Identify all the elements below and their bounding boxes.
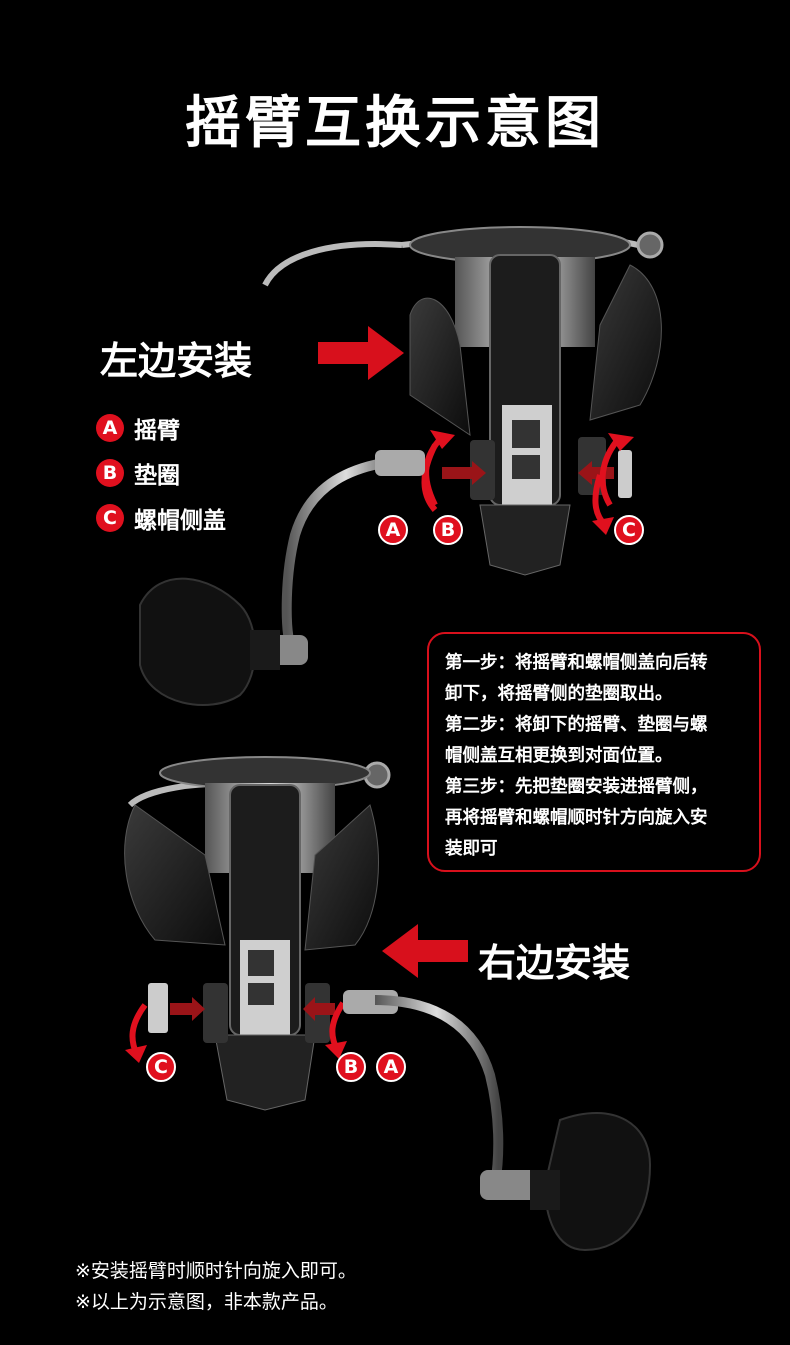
right-install-label: 右边安装 <box>478 941 631 985</box>
step-line-7: 装即可 <box>445 839 498 859</box>
legend-item-c: C 螺帽侧盖 <box>96 495 226 540</box>
legend-item-a: A 摇臂 <box>96 405 226 450</box>
page-title: 摇臂互换示意图 <box>185 91 605 156</box>
legend-text-a: 摇臂 <box>134 417 180 444</box>
legend: A 摇臂 B 垫圈 C 螺帽侧盖 <box>96 405 226 540</box>
reel-illustration-left <box>139 226 664 706</box>
step-line-5: 第三步：先把垫圈安装进摇臂侧， <box>445 777 708 797</box>
mark-bottom-b: B <box>336 1052 366 1082</box>
step-line-1: 第一步：将摇臂和螺帽侧盖向后转 <box>445 653 708 673</box>
mark-top-a: A <box>378 515 408 545</box>
legend-text-b: 垫圈 <box>134 462 180 489</box>
step-line-2: 卸下，将摇臂侧的垫圈取出。 <box>445 684 673 704</box>
left-install-label: 左边安装 <box>100 339 253 383</box>
arrow-right-icon <box>318 326 404 380</box>
badge-a: A <box>96 413 124 442</box>
mark-bottom-c: C <box>146 1052 176 1082</box>
legend-item-b: B 垫圈 <box>96 450 226 495</box>
mark-top-b: B <box>433 515 463 545</box>
badge-b: B <box>96 458 124 487</box>
footnotes: ※安装摇臂时顺时针向旋入即可。 ※以上为示意图，非本款产品。 <box>75 1256 357 1318</box>
reel-illustration-right <box>124 756 652 1252</box>
steps-box: 第一步：将摇臂和螺帽侧盖向后转 卸下，将摇臂侧的垫圈取出。 第二步：将卸下的摇臂… <box>427 632 761 872</box>
arrow-left-icon <box>382 924 468 978</box>
badge-c: C <box>96 503 124 532</box>
footnote-1: ※安装摇臂时顺时针向旋入即可。 <box>75 1260 357 1282</box>
step-line-6: 再将摇臂和螺帽顺时针方向旋入安 <box>445 808 708 828</box>
mark-bottom-a: A <box>376 1052 406 1082</box>
footnote-2: ※以上为示意图，非本款产品。 <box>75 1291 338 1313</box>
step-line-4: 帽侧盖互相更换到对面位置。 <box>445 746 673 766</box>
legend-text-c: 螺帽侧盖 <box>134 507 226 534</box>
mark-top-c: C <box>614 515 644 545</box>
step-line-3: 第二步：将卸下的摇臂、垫圈与螺 <box>445 715 708 735</box>
